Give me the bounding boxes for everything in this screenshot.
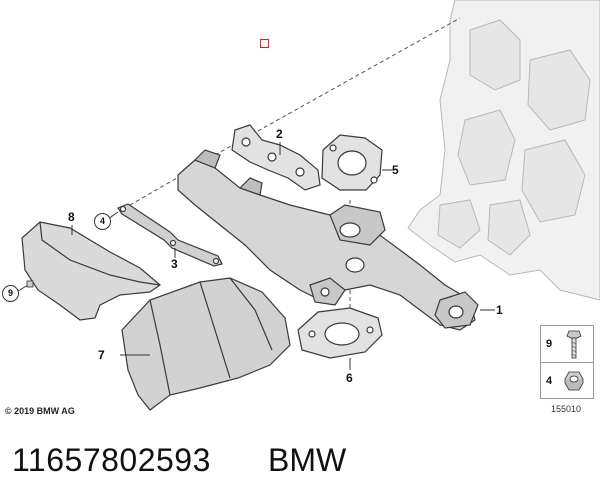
callout-1: 1: [496, 303, 503, 317]
heat-shield-8: [21, 221, 161, 321]
exhaust-manifold: [177, 149, 479, 331]
bracket-3: [117, 203, 223, 267]
bolt-icon: [566, 330, 582, 359]
red-marker: [260, 39, 269, 48]
callout-8: 8: [68, 210, 75, 224]
brand-name: BMW: [268, 442, 347, 478]
parts-diagram: [17, 0, 600, 411]
callout-7: 7: [98, 348, 105, 362]
callout-3: 3: [171, 257, 178, 271]
callout-4: 4: [94, 213, 111, 230]
leader-lines: [17, 142, 495, 370]
legend-row-bolt: 9: [541, 326, 593, 362]
copyright-text: © 2019 BMW AG: [5, 406, 75, 416]
part-number: 11657802593: [12, 442, 211, 478]
gasket-2: [231, 124, 321, 191]
diagram-id: 155010: [551, 404, 582, 414]
engine-block: [407, 0, 600, 301]
callout-6: 6: [346, 371, 353, 385]
callout-9: 9: [2, 285, 19, 302]
legend-row-nut: 4: [541, 362, 593, 399]
gasket-5: [321, 134, 383, 191]
callout-5: 5: [392, 163, 399, 177]
nut-icon: [564, 371, 584, 391]
fastener-legend: 9 4: [540, 325, 594, 399]
legend-bolt-number: 9: [546, 338, 553, 350]
legend-nut-number: 4: [546, 375, 553, 387]
heat-shield-7: [121, 277, 291, 411]
gasket-6: [297, 307, 383, 359]
bolt-9-diagram: [26, 280, 34, 288]
callout-2: 2: [276, 127, 283, 141]
